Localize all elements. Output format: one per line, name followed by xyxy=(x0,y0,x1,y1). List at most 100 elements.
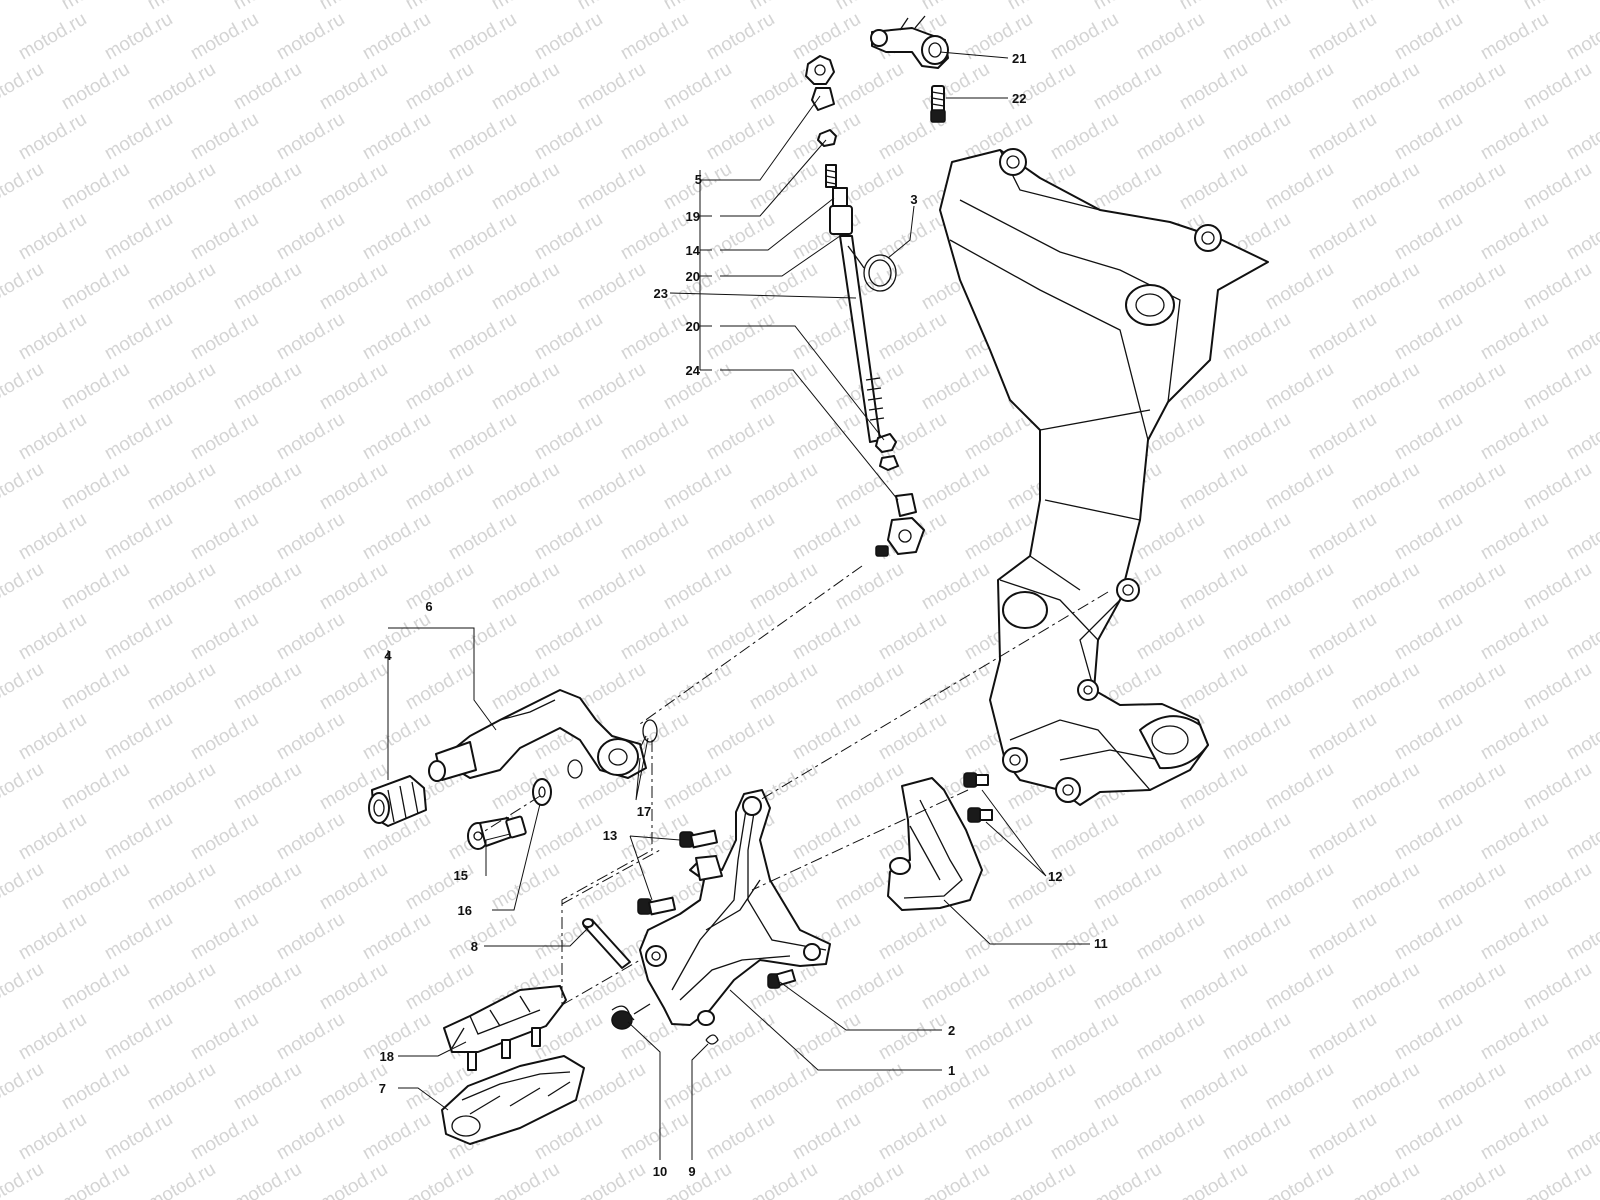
watermark-text: motod.ru xyxy=(1434,459,1509,515)
watermark-text: motod.ru xyxy=(316,0,391,14)
watermark-text: motod.ru xyxy=(574,259,649,315)
callout-15: 15 xyxy=(454,868,468,883)
watermark-text: motod.ru xyxy=(359,709,434,765)
watermark-text: motod.ru xyxy=(1477,409,1552,465)
watermark-text: motod.ru xyxy=(15,609,90,665)
watermark-text: motod.ru xyxy=(1176,859,1251,915)
watermark-text: motod.ru xyxy=(832,0,907,14)
watermark-text: motod.ru xyxy=(402,159,477,215)
watermark-text: motod.ru xyxy=(445,409,520,465)
watermark-text: motod.ru xyxy=(144,1159,219,1200)
watermark-text: motod.ru xyxy=(875,309,950,365)
watermark-text: motod.ru xyxy=(1305,1109,1380,1165)
watermark-text: motod.ru xyxy=(0,159,47,215)
watermark-text: motod.ru xyxy=(1348,659,1423,715)
callout-13: 13 xyxy=(603,828,617,843)
watermark-text: motod.ru xyxy=(359,509,434,565)
watermark-text: motod.ru xyxy=(1004,0,1079,14)
watermark-text: motod.ru xyxy=(488,359,563,415)
watermark-text: motod.ru xyxy=(402,459,477,515)
watermark-text: motod.ru xyxy=(1305,1009,1380,1065)
callout-18: 18 xyxy=(380,1049,394,1064)
watermark-text: motod.ru xyxy=(316,859,391,915)
watermark-text: motod.ru xyxy=(574,359,649,415)
watermark-text: motod.ru xyxy=(488,159,563,215)
watermark-text: motod.ru xyxy=(660,659,735,715)
watermark-text: motod.ru xyxy=(961,509,1036,565)
watermark-text: motod.ru xyxy=(101,109,176,165)
callout-20-upper: 20 xyxy=(686,269,700,284)
watermark-text: motod.ru xyxy=(1133,609,1208,665)
watermark-text: motod.ru xyxy=(359,109,434,165)
footpeg-hanger xyxy=(639,789,831,1026)
pivot-bolt-and-washer xyxy=(467,778,552,850)
watermark-text: motod.ru xyxy=(1305,309,1380,365)
watermark-text: motod.ru xyxy=(0,59,47,115)
heel-guard xyxy=(887,772,993,911)
watermark-text: motod.ru xyxy=(0,0,47,14)
watermark-text: motod.ru xyxy=(1434,1159,1509,1200)
watermark-text: motod.ru xyxy=(144,59,219,115)
watermark-text: motod.ru xyxy=(1219,909,1294,965)
watermark-text: motod.ru xyxy=(58,0,133,14)
watermark-text: motod.ru xyxy=(1262,1059,1337,1115)
watermark-text: motod.ru xyxy=(230,1059,305,1115)
watermark-text: motod.ru xyxy=(1520,459,1595,515)
watermark-text: motod.ru xyxy=(1434,59,1509,115)
frame-bracket xyxy=(939,148,1269,806)
callout-22: 22 xyxy=(1012,91,1026,106)
watermark-text: motod.ru xyxy=(273,709,348,765)
callout-24: 24 xyxy=(686,363,701,378)
watermark-text: motod.ru xyxy=(1391,609,1466,665)
watermark-text: motod.ru xyxy=(1348,259,1423,315)
watermark-text: motod.ru xyxy=(402,0,477,14)
watermark-text: motod.ru xyxy=(660,759,735,815)
watermark-text: motod.ru xyxy=(961,409,1036,465)
watermark-text: motod.ru xyxy=(746,359,821,415)
watermark-text: motod.ru xyxy=(875,1009,950,1065)
watermark-text: motod.ru xyxy=(746,459,821,515)
watermark-text: motod.ru xyxy=(1047,9,1122,65)
watermark-text: motod.ru xyxy=(1563,1009,1600,1065)
watermark-text: motod.ru xyxy=(1262,259,1337,315)
gear-lever xyxy=(368,689,658,827)
watermark-text: motod.ru xyxy=(402,359,477,415)
watermark-text: motod.ru xyxy=(1219,9,1294,65)
watermark-text: motod.ru xyxy=(230,459,305,515)
watermark-text: motod.ru xyxy=(1520,1059,1595,1115)
callout-7: 7 xyxy=(379,1081,386,1096)
watermark-text: motod.ru xyxy=(1090,959,1165,1015)
watermark-text: motod.ru xyxy=(1477,809,1552,865)
watermark-text: motod.ru xyxy=(1305,509,1380,565)
watermark-text: motod.ru xyxy=(1391,1009,1466,1065)
watermark-text: motod.ru xyxy=(273,509,348,565)
watermark-text: motod.ru xyxy=(144,359,219,415)
watermark-text: motod.ru xyxy=(445,609,520,665)
watermark-text: motod.ru xyxy=(660,59,735,115)
watermark-text: motod.ru xyxy=(1305,609,1380,665)
watermark-text: motod.ru xyxy=(1047,109,1122,165)
watermark-text: motod.ru xyxy=(1090,1159,1165,1200)
watermark-text: motod.ru xyxy=(101,409,176,465)
watermark-text: motod.ru xyxy=(1262,459,1337,515)
watermark-text: motod.ru xyxy=(531,609,606,665)
watermark-text: motod.ru xyxy=(488,1159,563,1200)
watermark-text: motod.ru xyxy=(1563,209,1600,265)
watermark-text: motod.ru xyxy=(15,409,90,465)
watermark-text: motod.ru xyxy=(1391,109,1466,165)
watermark-text: motod.ru xyxy=(1004,859,1079,915)
callout-20-lower: 20 xyxy=(686,319,700,334)
watermark-text: motod.ru xyxy=(15,1009,90,1065)
watermark-text: motod.ru xyxy=(1563,909,1600,965)
watermark-text: motod.ru xyxy=(1133,1009,1208,1065)
watermark-text: motod.ru xyxy=(1176,1159,1251,1200)
watermark-text: motod.ru xyxy=(875,709,950,765)
watermark-text: motod.ru xyxy=(1133,909,1208,965)
watermark-text: motod.ru xyxy=(1004,1059,1079,1115)
watermark-text: motod.ru xyxy=(101,709,176,765)
watermark-text: motod.ru xyxy=(144,659,219,715)
watermark-text: motod.ru xyxy=(1305,209,1380,265)
watermark-text: motod.ru xyxy=(746,1159,821,1200)
watermark-text: motod.ru xyxy=(1348,559,1423,615)
watermark-text: motod.ru xyxy=(187,1109,262,1165)
